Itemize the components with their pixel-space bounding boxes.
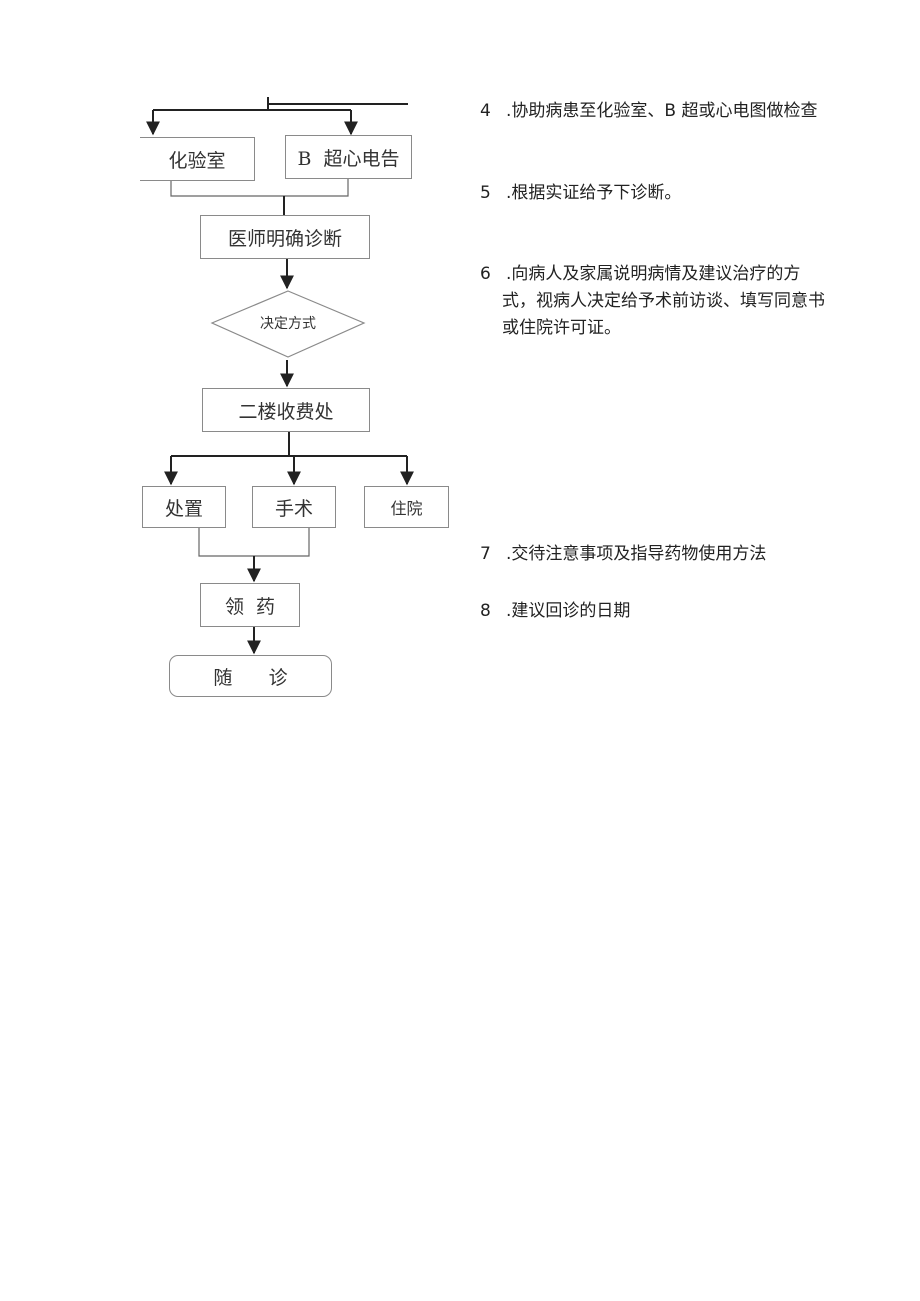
step-number: 4 bbox=[480, 101, 491, 121]
step-number: 6 bbox=[480, 264, 491, 284]
step-6: 6.向病人及家属说明病情及建议治疗的方 式，视病人决定给予术前访谈、填写同意书 … bbox=[480, 261, 825, 342]
followup-box: 随 诊 bbox=[169, 655, 332, 697]
lab-box: 化验室 bbox=[140, 137, 255, 181]
step-text: .根据实证给予下诊断。 bbox=[506, 183, 682, 203]
decision-diamond bbox=[210, 290, 366, 358]
cashier-label: 二楼收费处 bbox=[238, 400, 334, 423]
surgery-label: 手术 bbox=[274, 497, 313, 520]
step-text: .建议回诊的日期 bbox=[506, 601, 631, 621]
step-number: 5 bbox=[480, 183, 491, 203]
merge-line-1 bbox=[170, 178, 349, 197]
step-number: 7 bbox=[480, 544, 491, 564]
step-8: 8 .建议回诊的日期 bbox=[480, 598, 630, 625]
medicine-label: 领 药 bbox=[224, 595, 276, 618]
cashier-box: 二楼收费处 bbox=[202, 388, 370, 432]
step-5: 5 .根据实证给予下诊断。 bbox=[480, 180, 681, 207]
decide-label: 决定方式 bbox=[260, 316, 316, 332]
followup-label: 随 诊 bbox=[213, 666, 288, 689]
bscan-label: B 超心电告 bbox=[297, 147, 400, 170]
bscan-box: B 超心电告 bbox=[285, 135, 412, 179]
surgery-box: 手术 bbox=[252, 486, 336, 528]
step-text: .协助病患至化验室、B 超或心电图做检查 bbox=[506, 101, 818, 121]
treatment-box: 处置 bbox=[142, 486, 226, 528]
diagnosis-label: 医师明确诊断 bbox=[227, 227, 342, 250]
hospitalize-box: 住院 bbox=[364, 486, 449, 528]
lab-label: 化验室 bbox=[168, 149, 226, 172]
step-text-continued: 或住院许可证。 bbox=[502, 318, 621, 338]
step-number: 8 bbox=[480, 601, 491, 621]
diagnosis-box: 医师明确诊断 bbox=[200, 215, 370, 259]
step-4: 4 .协助病患至化验室、B 超或心电图做检查 bbox=[480, 98, 817, 125]
medicine-box: 领 药 bbox=[200, 583, 300, 627]
hospitalize-label: 住院 bbox=[390, 499, 423, 518]
treatment-label: 处置 bbox=[164, 497, 203, 520]
step-text-continued: 式，视病人决定给予术前访谈、填写同意书 bbox=[502, 291, 825, 311]
step-text: .向病人及家属说明病情及建议治疗的方 bbox=[506, 264, 801, 284]
merge-line-2 bbox=[198, 528, 310, 557]
step-text: .交待注意事项及指导药物使用方法 bbox=[506, 544, 767, 564]
step-7: 7 .交待注意事项及指导药物使用方法 bbox=[480, 541, 766, 568]
